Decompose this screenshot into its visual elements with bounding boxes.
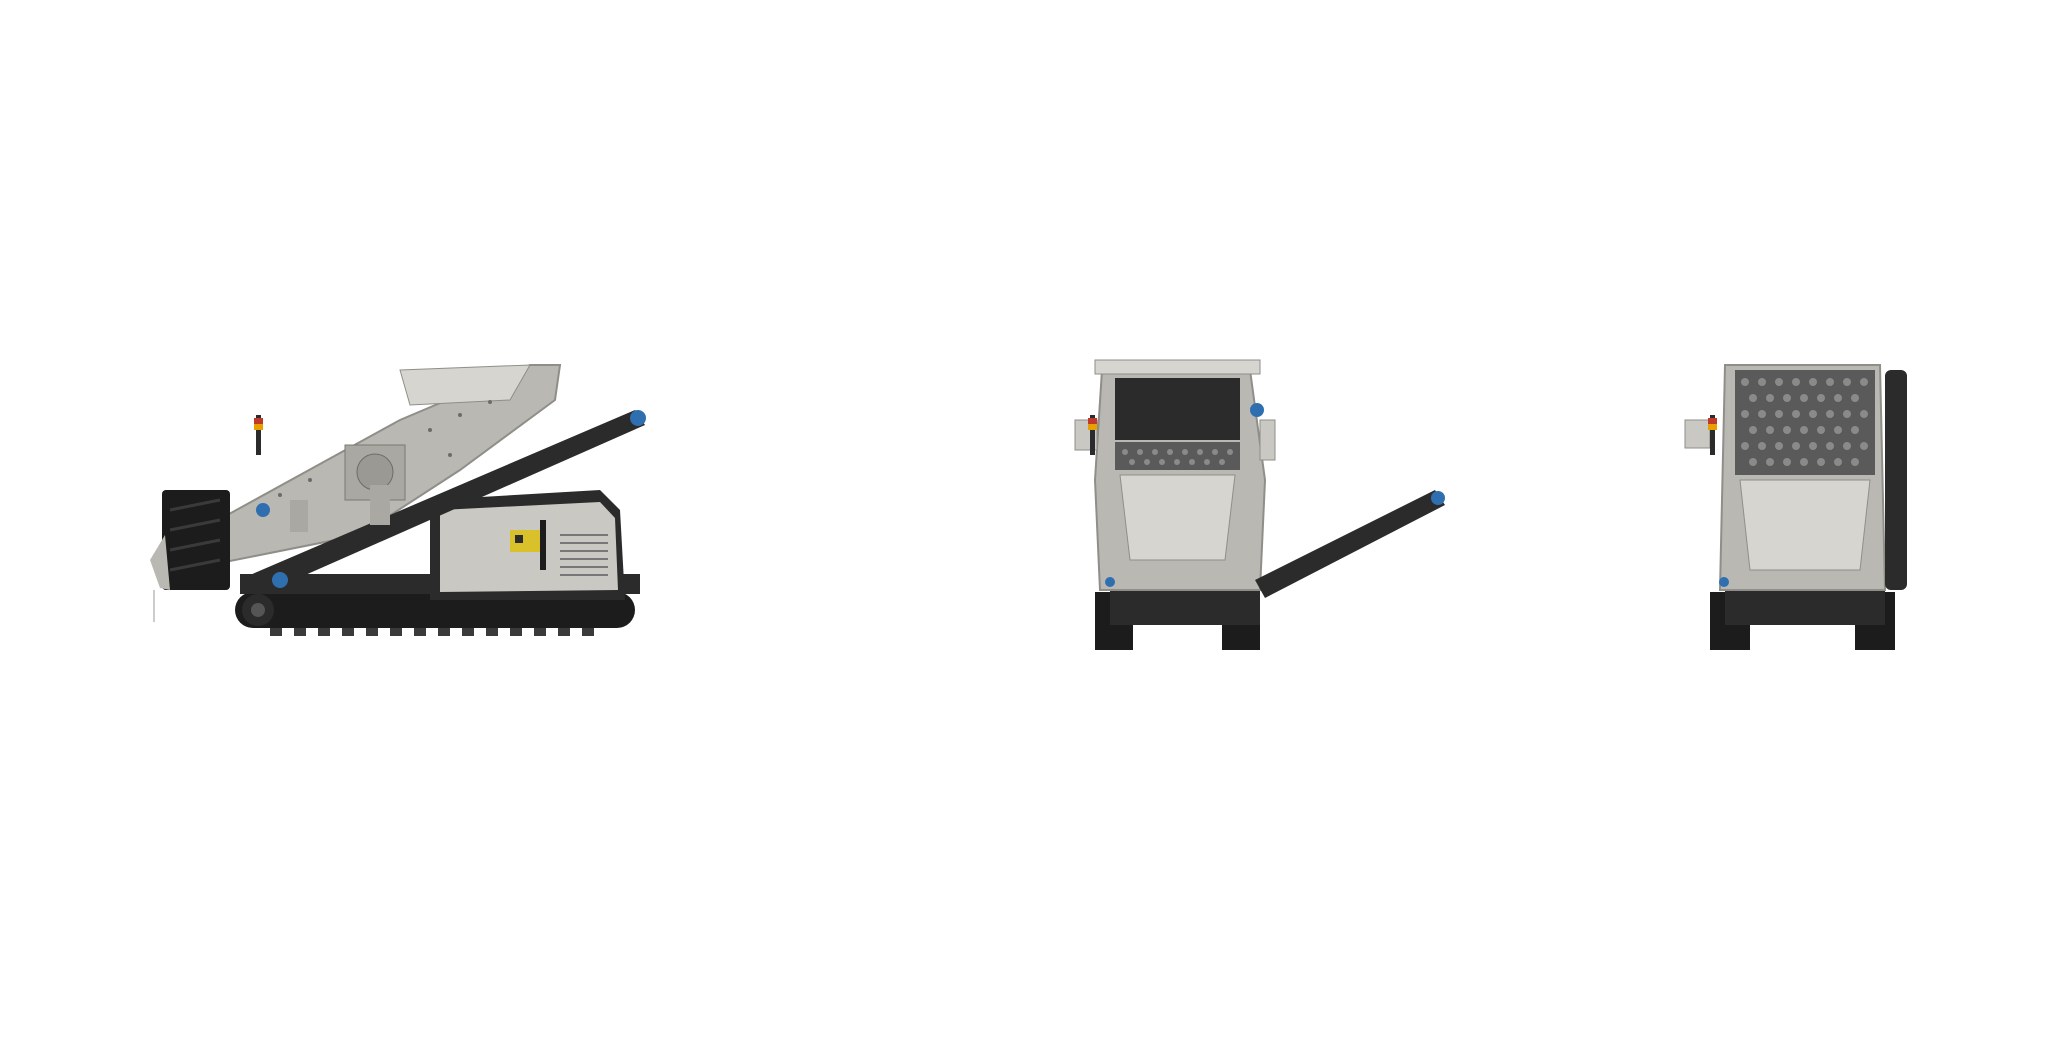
side-motor xyxy=(1684,419,1711,449)
screener-front-view-drawing xyxy=(1074,359,1445,650)
discharge-conveyor xyxy=(250,410,646,595)
beacon-light xyxy=(1710,415,1715,455)
rear-view xyxy=(1680,360,1940,660)
screener-side-view-drawing xyxy=(150,364,646,636)
engine-housing xyxy=(430,490,625,600)
motor-icon xyxy=(256,503,270,517)
screen-window xyxy=(1115,378,1240,440)
beacon-light xyxy=(254,415,263,455)
front-view xyxy=(1060,359,1460,660)
screener-rear-view-drawing xyxy=(1684,364,1907,650)
side-conveyor xyxy=(1255,490,1445,598)
feed-hopper xyxy=(150,490,230,622)
folded-conveyor xyxy=(1885,370,1907,590)
beacon-light xyxy=(1090,415,1095,455)
screen-mesh xyxy=(1735,370,1875,475)
screen-mesh xyxy=(1115,442,1240,470)
side-view xyxy=(130,360,670,660)
motor-icon xyxy=(1250,403,1264,417)
